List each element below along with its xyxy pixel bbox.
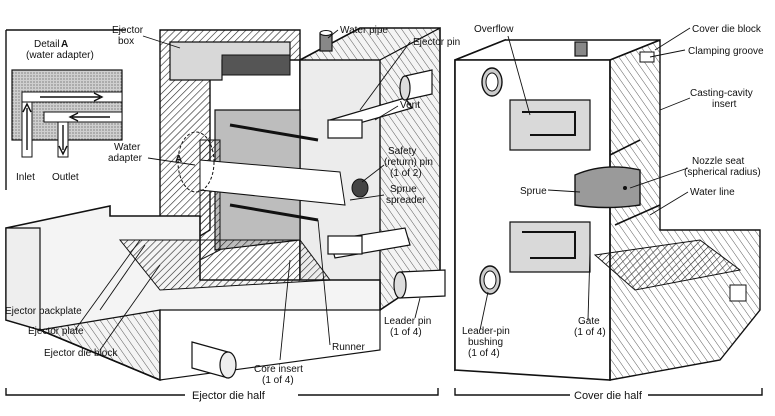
caption-cover: Cover die half <box>454 388 763 402</box>
label-clamping-groove: Clamping groove <box>688 46 764 57</box>
label-ejector-plate: Ejector plate <box>28 326 84 337</box>
label-gate-1: Gate <box>578 316 600 327</box>
outlet-label: Outlet <box>52 172 79 183</box>
leader-pin-front <box>191 341 237 379</box>
detail-letter: A <box>61 39 68 50</box>
label-casting-cavity-2: insert <box>712 99 737 110</box>
label-nozzle-seat-2: (spherical radius) <box>684 167 761 178</box>
caption-cover-die-half: Cover die half <box>574 390 643 402</box>
label-ejector-backplate: Ejector backplate <box>5 306 82 317</box>
label-sprue: Sprue <box>520 186 547 197</box>
label-nozzle-seat-1: Nozzle seat <box>692 156 744 167</box>
label-vent: Vent <box>400 100 420 111</box>
label-ejector-box-2: box <box>118 36 134 47</box>
leader-pin-bushing-bottom <box>479 265 501 295</box>
clamping-groove <box>639 51 655 63</box>
label-overflow: Overflow <box>474 24 514 35</box>
label-leader-pin-bushing-2: bushing <box>468 337 503 348</box>
casting-cavity-insert-lower <box>509 221 591 273</box>
label-runner: Runner <box>332 342 365 353</box>
label-leader-pin-bushing-1: Leader-pin <box>462 326 510 337</box>
caption-ejector-die-half: Ejector die half <box>192 390 266 402</box>
label-ejector-box-1: Ejector <box>112 25 144 36</box>
inlet-label: Inlet <box>16 172 35 183</box>
label-core-insert-1: Core insert <box>254 364 303 375</box>
label-safety-pin-3: (1 of 2) <box>390 168 422 179</box>
label-safety-pin-2: (return) pin <box>384 157 433 168</box>
detail-title: Detail <box>34 39 60 50</box>
label-leader-pin-bushing-3: (1 of 4) <box>468 348 500 359</box>
leader-pin-bushing-top <box>481 67 503 97</box>
leader-lines <box>74 27 691 361</box>
leader-pin-bottom <box>393 269 446 299</box>
label-water-adapter-2: adapter <box>108 153 143 164</box>
outlet-arrow <box>58 125 68 156</box>
ejector-die-half: A <box>5 27 446 381</box>
label-casting-cavity-1: Casting-cavity <box>690 88 753 99</box>
label-water-pipe: Water pipe <box>340 25 388 36</box>
caption-ejector: Ejector die half <box>5 388 439 402</box>
label-core-insert-2: (1 of 4) <box>262 375 294 386</box>
label-gate-2: (1 of 4) <box>574 327 606 338</box>
label-leader-pin-2: (1 of 4) <box>390 327 422 338</box>
label-cover-die-block: Cover die block <box>692 24 762 35</box>
label-safety-pin-1: Safety <box>388 146 416 157</box>
label-sprue-spreader-2: spreader <box>386 195 426 206</box>
inlet-arrow <box>22 102 32 150</box>
label-water-line: Water line <box>690 187 735 198</box>
label-water-adapter-1: Water <box>114 142 141 153</box>
a-marker: A <box>175 154 182 165</box>
label-sprue-spreader-1: Sprue <box>390 184 417 195</box>
detail-subtitle: (water adapter) <box>26 50 94 61</box>
cover-die-block <box>609 38 761 381</box>
casting-cavity-insert-upper <box>509 99 591 151</box>
cover-die-half <box>454 38 761 381</box>
leader-pin-top <box>399 69 433 101</box>
detail-a-circle <box>177 131 215 193</box>
label-ejector-pin: Ejector pin <box>413 37 460 48</box>
label-leader-pin-1: Leader pin <box>384 316 431 327</box>
detail-a-inset: Detail A (water adapter) Inlet Outlet <box>5 29 126 190</box>
cover-water-pipe <box>574 41 588 57</box>
nozzle-seat <box>574 166 641 209</box>
cavity-gate-area <box>593 239 742 291</box>
label-ejector-die-block: Ejector die block <box>44 348 118 359</box>
